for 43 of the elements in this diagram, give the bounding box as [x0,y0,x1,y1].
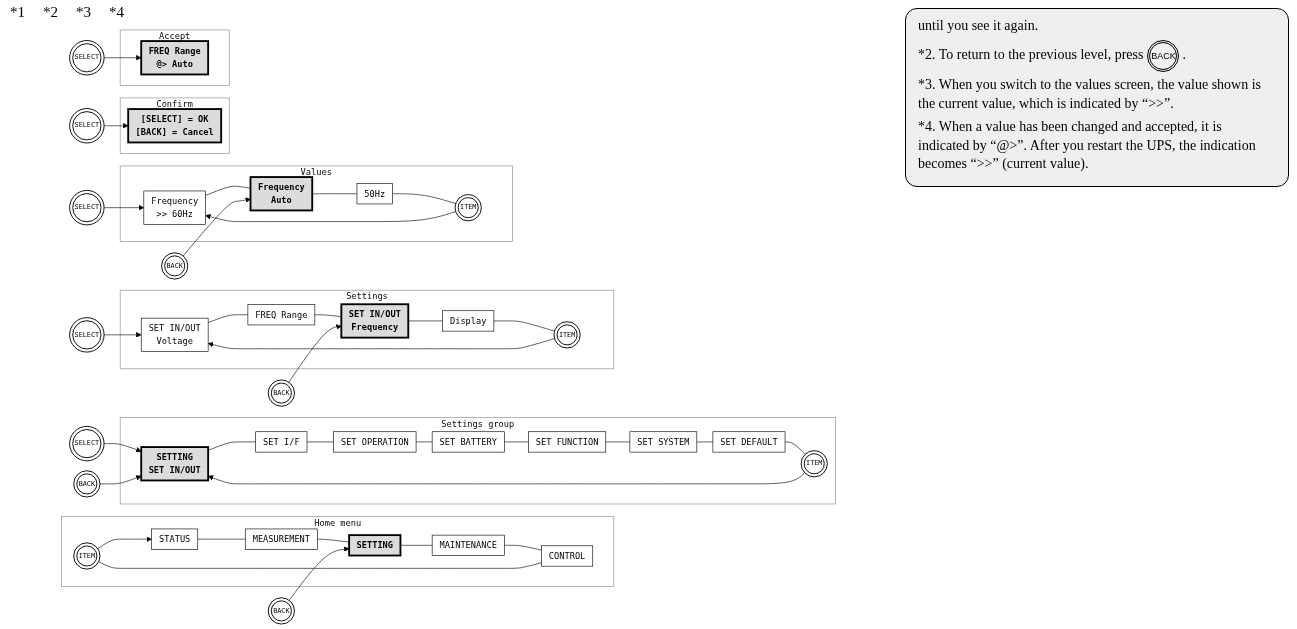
connector [306,441,334,443]
footnote-mark: *3 [76,4,91,21]
connector [493,320,555,332]
node-box: FREQ Range [247,304,316,326]
connector [314,314,342,318]
connector [207,441,256,451]
node-box: Display [442,310,495,332]
connector [784,441,806,455]
node-box: Frequency Auto [249,176,314,212]
note-text: *4. When a value has been changed and accepted, it is indicated by “@>”. After you restart the UPS, the indication becomes “>>” (current value). [918,117,1257,174]
node-box: SET SYSTEM [629,431,698,453]
note-text: *3. When you switch to the values screen, the value shown is the current value, which is indicated by “>>”. [918,75,1263,113]
node-box: MEASUREMENT [245,528,318,550]
footnote-mark: *1 [10,4,25,21]
connector [400,545,433,546]
connector [98,561,542,569]
node-box: FREQ Range @> Auto [140,40,210,76]
connector [392,193,456,204]
connector [504,545,542,551]
footnote-mark: *2 [43,4,58,21]
node-box: 50Hz [356,183,393,205]
note-text: . [1182,47,1186,63]
node-box: SET BATTERY [431,431,505,453]
node-box: MAINTENANCE [431,534,505,556]
footnote-mark: *4 [109,4,124,21]
node-box: SET I/F [255,431,308,453]
node-box: SETTING [348,534,402,557]
node-box: SET DEFAULT [712,431,786,453]
connector [207,314,249,323]
node-box: CONTROL [541,545,594,567]
note-text: *2. To return to the previous level, press [918,47,1144,63]
node-box: SET OPERATION [333,431,417,453]
node-box: STATUS [151,528,199,550]
connector [317,538,350,543]
node-box: SET IN/OUT Voltage [140,317,209,352]
node-box: SET IN/OUT Frequency [340,303,410,339]
node-box: SET FUNCTION [528,431,607,453]
connector [205,185,251,196]
node-box: [SELECT] = OK [BACK] = Cancel [127,108,223,144]
note-text: until you see it again. [918,17,1040,35]
node-box: Frequency >> 60Hz [143,190,206,225]
node-box: SETTING SET IN/OUT [140,446,210,482]
connector [504,441,529,443]
